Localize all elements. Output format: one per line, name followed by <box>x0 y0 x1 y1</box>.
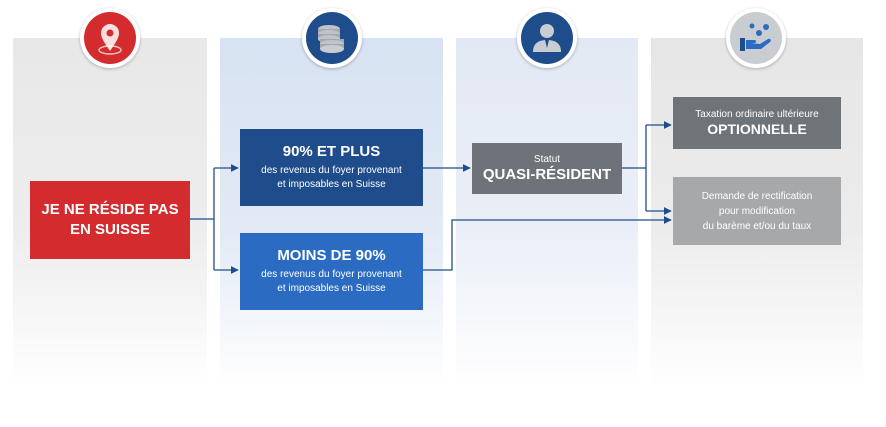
location-pin-icon <box>80 8 140 68</box>
rectification-request-text: Demande de rectification pour modificati… <box>682 189 832 234</box>
non-resident-line2: EN SUISSE <box>69 221 151 238</box>
non-resident-line1: JE NE RÉSIDE PAS <box>41 201 179 218</box>
quasi-resident-box: Statut QUASI-RÉSIDENT <box>472 143 622 194</box>
income-under-90-box: MOINS DE 90% des revenus du foyer proven… <box>240 233 423 310</box>
hand-coins-icon <box>726 8 786 68</box>
income-under-90-title: MOINS DE 90% <box>277 247 386 264</box>
rectification-line2: pour modification <box>718 205 796 217</box>
income-90-plus-box: 90% ET PLUS des revenus du foyer provena… <box>240 129 423 206</box>
income-under-90-desc: des revenus du foyer provenant et imposa… <box>247 268 417 296</box>
income-90-plus-title: 90% ET PLUS <box>282 143 381 160</box>
column-status <box>456 38 638 388</box>
status-label: Statut <box>533 153 561 165</box>
person-icon <box>517 8 577 68</box>
income-90-plus-desc-line2: et imposables en Suisse <box>277 179 386 190</box>
column-income <box>220 38 443 388</box>
non-resident-box: JE NE RÉSIDE PAS EN SUISSE <box>30 181 190 259</box>
income-under-90-desc-line2: et imposables en Suisse <box>277 283 386 294</box>
optional-taxation-title: OPTIONNELLE <box>707 121 807 137</box>
coin-stack-icon <box>302 8 362 68</box>
rectification-request-box: Demande de rectification pour modificati… <box>673 177 841 245</box>
optional-taxation-box: Taxation ordinaire ultérieure OPTIONNELL… <box>673 97 841 149</box>
rectification-line3: du barème et/ou du taux <box>702 220 812 232</box>
income-under-90-desc-line1: des revenus du foyer provenant <box>261 269 402 280</box>
income-90-plus-desc: des revenus du foyer provenant et imposa… <box>247 164 417 192</box>
status-title: QUASI-RÉSIDENT <box>482 165 612 183</box>
income-90-plus-desc-line1: des revenus du foyer provenant <box>261 165 402 176</box>
rectification-line1: Demande de rectification <box>701 190 813 202</box>
optional-taxation-label: Taxation ordinaire ultérieure <box>695 109 819 120</box>
